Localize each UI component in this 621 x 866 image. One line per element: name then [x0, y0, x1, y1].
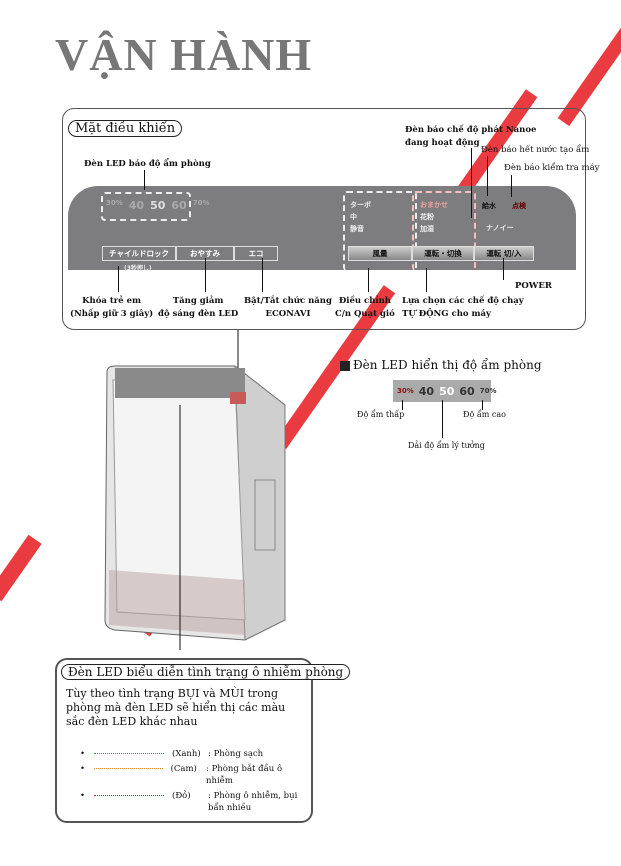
leader-line: [262, 258, 263, 292]
label-humidity-led: Đèn LED báo độ ẩm phòng: [84, 159, 211, 169]
power-button[interactable]: 運転 切/入: [474, 246, 534, 261]
label-high-humidity: Độ ẩm cao: [463, 410, 506, 419]
leader-line: [118, 266, 119, 292]
fan-turbo-led: ターボ: [350, 201, 371, 209]
pollution-heading: Đèn LED biểu diễn tình trạng ô nhiễm phò…: [61, 664, 351, 680]
humidity-heading: Đèn LED hiển thị độ ẩm phòng: [353, 358, 542, 372]
humidity-60-value: 60: [459, 384, 475, 398]
label-nanoe: Đèn báo chế độ phát Nanoe: [405, 125, 537, 135]
legend-item-orange: •(Cam): Phòng bắt đầu ô nhiễm: [80, 763, 283, 786]
leader-line: [503, 258, 504, 280]
leader-line: [144, 170, 145, 190]
panel-heading: Mặt điều khiển: [68, 120, 183, 137]
humidity-low-value: 30%: [397, 387, 414, 395]
label-low-humidity: Độ ẩm thấp: [357, 410, 405, 419]
label-power: POWER: [515, 281, 552, 291]
leader-line: [368, 268, 369, 292]
legend-item-red: •(Đỏ): Phòng ô nhiễm, bụi bẩn nhiều: [80, 790, 298, 813]
fan-mid-led: 中: [350, 213, 357, 221]
pollution-legend: •(Xanh): Phòng sạch •(Cam): Phòng bắt đầ…: [80, 748, 310, 814]
humidity-50: 50: [150, 199, 166, 212]
fan-speed-button[interactable]: 風量: [348, 246, 412, 261]
leader-line: [426, 268, 427, 292]
label-ideal-humidity: Dải độ ẩm lý tưởng: [408, 441, 485, 450]
red-led-swatch: [94, 790, 164, 796]
humidity-high-value: 70%: [479, 387, 497, 395]
water-indicator: 給水: [482, 202, 496, 210]
humidity-40: 40: [128, 199, 145, 212]
label-check: Đèn báo kiểm tra máy: [504, 163, 600, 173]
fan-quiet-led: 静音: [350, 225, 364, 233]
humidity-led-display: 30% 40 50 60 70%: [393, 380, 496, 402]
control-panel-section: [62, 108, 586, 330]
control-panel-illustration: 30% 40 50 60 70% ターボ 中 静音 おまかせ 花粉 加湿 給水 …: [68, 186, 576, 272]
pollution-description: Tùy theo tình trạng BỤI và MÙI trong phò…: [66, 687, 286, 728]
label-child-lock: Khóa trẻ em(Nhấp giữ 3 giây): [70, 296, 154, 319]
humidity-70: 70%: [192, 199, 210, 207]
page-title: VẬN HÀNH: [55, 29, 313, 80]
humidity-60: 60: [171, 199, 187, 212]
legend-item-green: •(Xanh): Phòng sạch: [80, 748, 264, 759]
leader-line: [205, 258, 206, 292]
green-led-swatch: [94, 748, 164, 754]
pollution-led-section: [55, 658, 313, 823]
check-indicator: 点検: [512, 202, 526, 210]
bullet-square-icon: [340, 361, 350, 371]
humidity-50-value: 50: [439, 384, 455, 398]
eco-button[interactable]: エコ: [234, 246, 278, 261]
watermark-stroke: [0, 534, 42, 602]
humidify-led: 加湿: [420, 225, 434, 233]
nanoe-indicator: ナノイー: [486, 224, 514, 232]
air-purifier-illustration: [104, 330, 286, 650]
orange-led-swatch: [93, 763, 163, 769]
label-water-empty: Đèn báo hết nước tạo ẩm: [481, 145, 590, 155]
leader-line: [511, 175, 512, 197]
leader-line: [471, 148, 472, 218]
label-nanoe-2: đang hoạt động: [405, 138, 480, 148]
child-lock-note: (3秒押し): [124, 265, 152, 272]
pollen-led: 花粉: [420, 213, 434, 221]
child-lock-button[interactable]: チャイルドロック: [102, 246, 176, 261]
mode-button[interactable]: 運転・切換: [412, 246, 474, 261]
humidity-40-value: 40: [418, 384, 435, 398]
auto-led: おまかせ: [420, 201, 448, 209]
humidity-30: 30%: [106, 199, 123, 207]
leader-line: [487, 156, 488, 196]
